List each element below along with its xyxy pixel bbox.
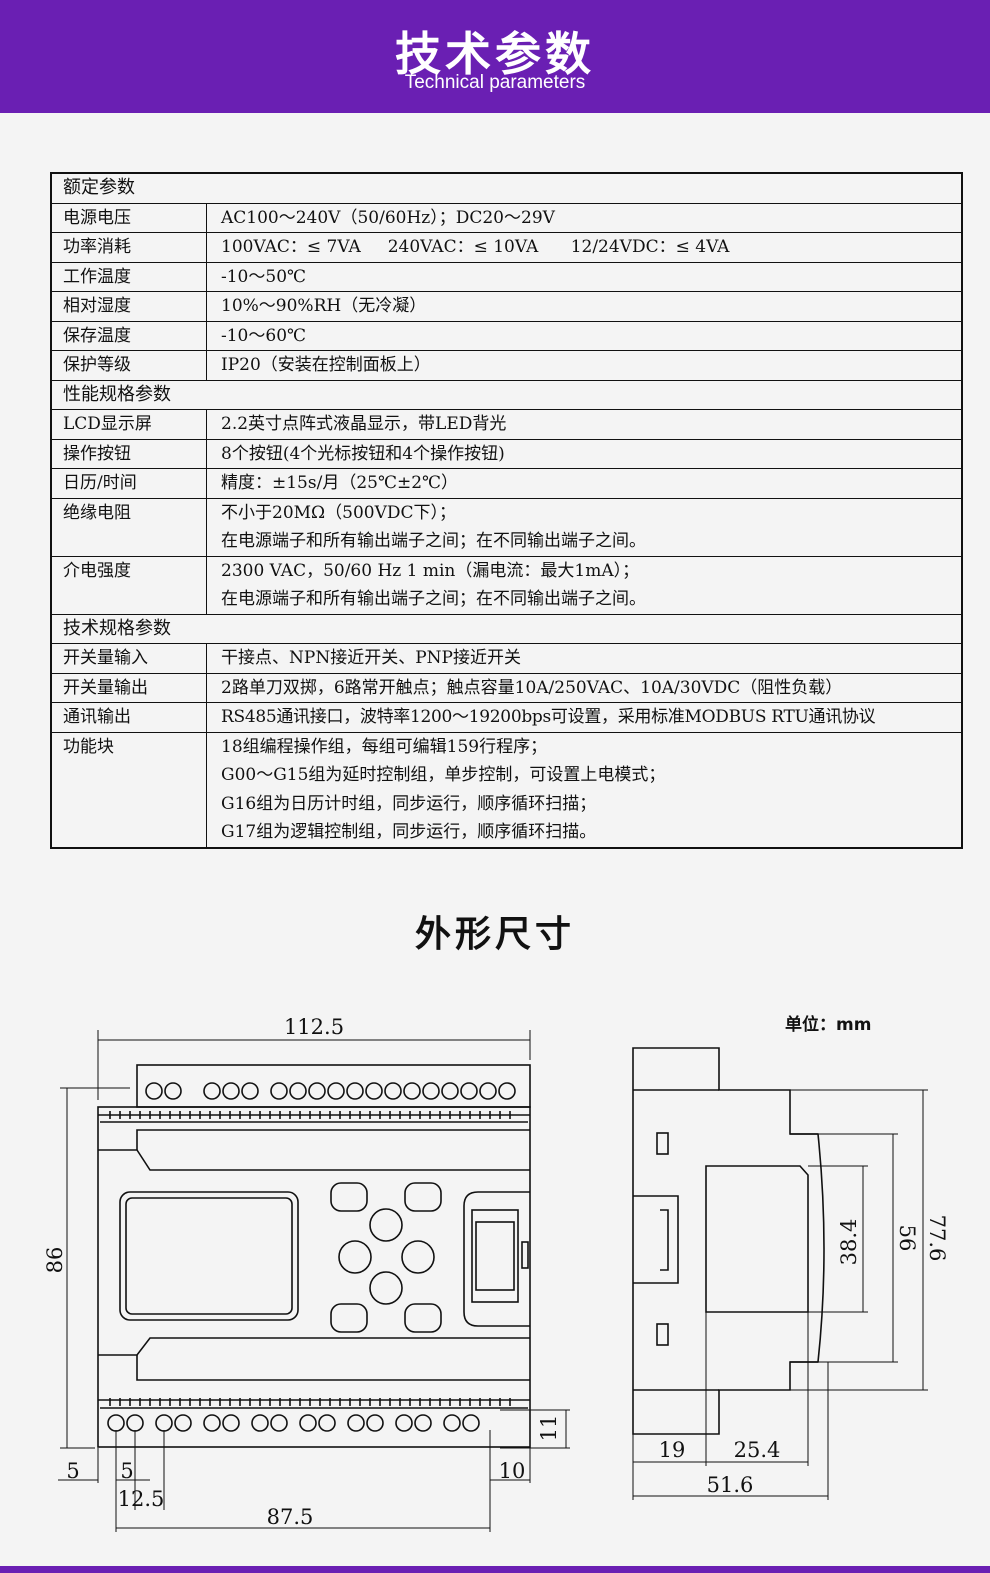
section-performance: 性能规格参数 [50,379,963,410]
dim-depth-a: 19 [659,1438,686,1462]
table-row: 功能块 18组编程操作组，每组可编辑159行程序； G00～G15组为延时控制组… [50,731,963,848]
row-label: 开关量输出 [50,672,207,703]
dim-depth-b: 25.4 [734,1438,781,1462]
row-label: 日历/时间 [50,468,207,499]
table-row: 介电强度 2300 VAC，50/60 Hz 1 min（漏电流：最大1mA）；… [50,555,963,615]
unit-label: 单位：mm [785,1015,872,1035]
row-label: 保存温度 [50,320,207,351]
row-label: 介电强度 [50,555,207,615]
dim-right-offset: 10 [499,1459,526,1483]
value-line: G17组为逻辑控制组，同步运行，顺序循环扫描。 [221,822,597,842]
row-value: 8个按钮(4个光标按钮和4个操作按钮) [206,438,963,469]
dim-depth-total: 51.6 [707,1473,754,1497]
front-view [97,1064,531,1448]
row-label: 操作按钮 [50,438,207,469]
table-row: 日历/时间精度：±15s/月（25℃±2℃） [50,468,963,499]
page-title: 技术参数 [395,27,595,81]
table-row: 额定参数 [50,172,963,204]
row-label: 保护等级 [50,350,207,381]
table-row: 保存温度-10～60℃ [50,320,963,351]
table-row: 技术规格参数 [50,613,963,644]
row-value: RS485通讯接口，波特率1200～19200bps可设置，采用标准MODBUS… [206,702,963,733]
dim-width-top: 112.5 [284,1015,344,1039]
row-label: 功率消耗 [50,232,207,263]
value-line: G16组为日历计时组，同步运行，顺序循环扫描； [221,793,597,814]
row-label: 功能块 [50,731,207,848]
table-row: 性能规格参数 [50,379,963,410]
row-label: 绝缘电阻 [50,497,207,557]
row-label: 工作温度 [50,261,207,292]
dim-left-offset-b: 5 [120,1459,133,1483]
keypad [330,1182,442,1333]
row-value: 精度：±15s/月（25℃±2℃） [206,468,963,499]
dim-h-mid: 56 [895,1225,919,1252]
side-view [632,1047,825,1435]
value-line: 不小于20MΩ（500VDC下）； [221,502,456,523]
row-label: 相对湿度 [50,291,207,322]
row-label: 开关量输入 [50,643,207,674]
top-terminals [145,1082,516,1100]
value-line: 在电源端子和所有输出端子之间；在不同输出端子之间。 [221,531,646,551]
section-technical: 技术规格参数 [50,613,963,644]
row-value: 不小于20MΩ（500VDC下）； 在电源端子和所有输出端子之间；在不同输出端子… [206,497,963,557]
value-line: 2300 VAC，50/60 Hz 1 min（漏电流：最大1mA）； [221,560,640,581]
dimension-drawing: 112.5 86 5 5 12.5 87.5 10 11 19 25.4 51.… [43,1015,949,1532]
dim-h-inner: 38.4 [837,1219,861,1266]
header-banner: 技术参数 Technical parameters [0,0,990,113]
value-line: 18组编程操作组，每组可编辑159行程序； [221,736,548,757]
row-value: 10%～90%RH（无冷凝） [206,291,963,322]
dim-bottom-span: 87.5 [267,1505,314,1529]
dim-bottom-height: 11 [537,1415,561,1442]
table-row: 工作温度-10～50℃ [50,261,963,292]
row-value: 18组编程操作组，每组可编辑159行程序； G00～G15组为延时控制组，单步控… [206,731,963,848]
row-value: -10～60℃ [206,320,963,351]
row-value: AC100～240V（50/60Hz）；DC20～29V [206,202,963,233]
dim-left-offset-a: 5 [66,1459,79,1483]
row-value: 2.2英寸点阵式液晶显示，带LED背光 [206,409,963,440]
page-subtitle: Technical parameters [404,72,586,93]
value-line: G00～G15组为延时控制组，单步控制，可设置上电模式； [221,765,666,785]
value-line: 在电源端子和所有输出端子之间；在不同输出端子之间。 [221,589,646,609]
row-value: IP20（安装在控制面板上） [206,350,963,381]
table-row: 绝缘电阻 不小于20MΩ（500VDC下）； 在电源端子和所有输出端子之间；在不… [50,497,963,557]
table-row: 开关量输入干接点、NPN接近开关、PNP接近开关 [50,643,963,674]
row-label: LCD显示屏 [50,409,207,440]
row-value: 2路单刀双掷，6路常开触点；触点容量10A/250VAC、10A/30VDC（阻… [206,672,963,703]
row-value: 干接点、NPN接近开关、PNP接近开关 [206,643,963,674]
dim-height-left: 86 [43,1247,67,1274]
row-value: -10～50℃ [206,261,963,292]
bottom-bar [0,1566,990,1573]
dimensions-title: 外形尺寸 [414,914,575,955]
dim-h-total: 77.6 [925,1215,949,1262]
row-value: 100VAC：≤ 7VA 240VAC：≤ 10VA 12/24VDC：≤ 4V… [206,232,963,263]
bottom-terminals [107,1414,480,1432]
row-label: 电源电压 [50,202,207,233]
dim-pitch: 12.5 [118,1487,165,1511]
section-rated: 额定参数 [50,172,963,204]
row-value: 2300 VAC，50/60 Hz 1 min（漏电流：最大1mA）； 在电源端… [206,555,963,615]
row-label: 通讯输出 [50,702,207,733]
